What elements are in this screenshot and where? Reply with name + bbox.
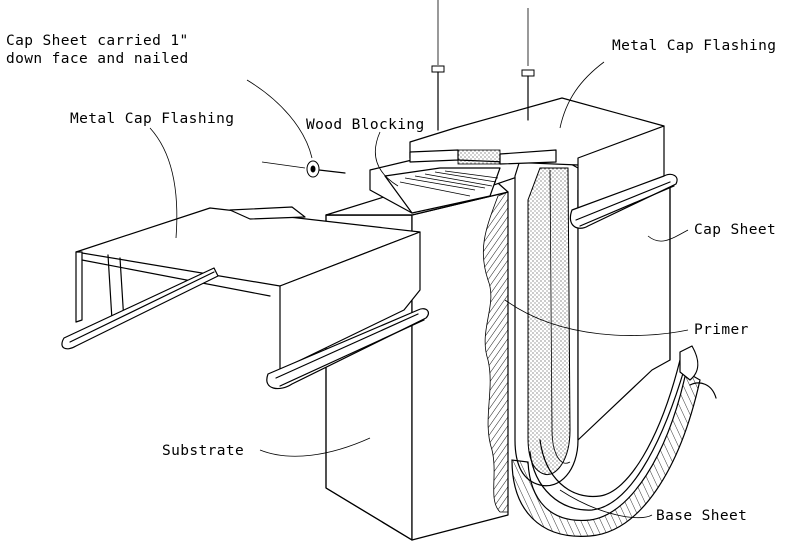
leader-lines	[149, 61, 689, 519]
label-metal-cap-flashing-left: Metal Cap Flashing	[70, 111, 234, 127]
metal-cap-flashing-right	[409, 97, 678, 229]
label-base-sheet: Base Sheet	[656, 508, 747, 524]
base-sheet-wrap	[511, 345, 717, 537]
label-cap-sheet-nailed-1: Cap Sheet carried 1"	[6, 33, 189, 49]
label-substrate: Substrate	[162, 443, 244, 459]
labels: Cap Sheet carried 1" down face and naile…	[6, 33, 776, 524]
label-cap-sheet-nailed-2: down face and nailed	[6, 51, 189, 67]
label-wood-blocking: Wood Blocking	[306, 117, 425, 133]
metal-cap-flashing-left	[61, 206, 430, 390]
primer-hatch	[482, 191, 509, 513]
label-metal-cap-flashing-right: Metal Cap Flashing	[612, 38, 776, 54]
label-cap-sheet: Cap Sheet	[694, 222, 776, 238]
label-primer: Primer	[694, 322, 749, 338]
nails	[261, 0, 535, 178]
